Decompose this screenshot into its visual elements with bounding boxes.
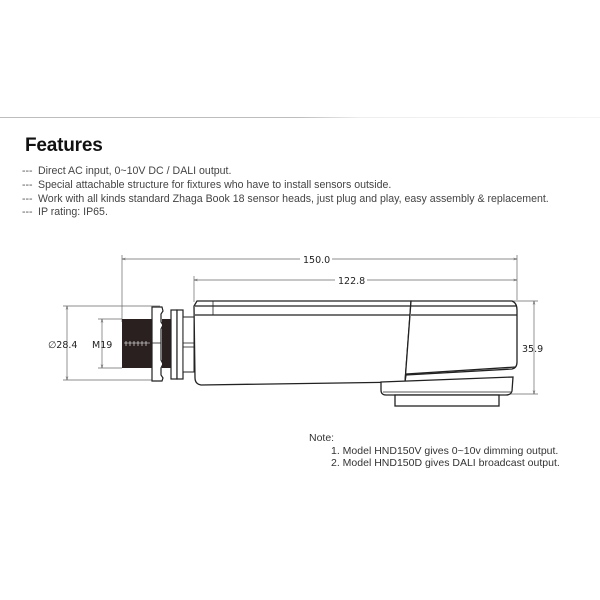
dim-diameter: ∅28.4 <box>48 340 77 351</box>
dim-height: 35.9 <box>522 344 543 355</box>
dim-thread: M19 <box>92 340 112 351</box>
features-list: ---Direct AC input, 0~10V DC / DALI outp… <box>22 165 549 220</box>
dim-overall-length: 150.0 <box>303 255 330 266</box>
feature-item: ---Work with all kinds standard Zhaga Bo… <box>22 192 549 205</box>
note-list: 1. Model HND150V gives 0~10v dimming out… <box>309 445 560 470</box>
feature-item: ---Special attachable structure for fixt… <box>22 178 392 191</box>
section-title: Features <box>25 135 103 156</box>
note-item: 2. Model HND150D gives DALI broadcast ou… <box>331 457 560 470</box>
note-label: Note: <box>309 432 335 444</box>
bullet-dash: --- <box>22 192 33 205</box>
sensor-body <box>193 300 518 407</box>
bullet-dash: --- <box>22 206 33 219</box>
dim-body-length: 122.8 <box>338 276 365 287</box>
top-divider <box>0 117 600 118</box>
note-block: Note: 1. Model HND150V gives 0~10v dimmi… <box>309 432 560 470</box>
note-item: 1. Model HND150V gives 0~10v dimming out… <box>331 444 559 457</box>
feature-item: ---Direct AC input, 0~10V DC / DALI outp… <box>22 165 232 177</box>
bullet-dash: --- <box>22 178 33 191</box>
feature-item: ---IP rating: IP65. <box>22 206 108 219</box>
threaded-nipple <box>122 306 195 382</box>
bullet-dash: --- <box>22 165 33 177</box>
